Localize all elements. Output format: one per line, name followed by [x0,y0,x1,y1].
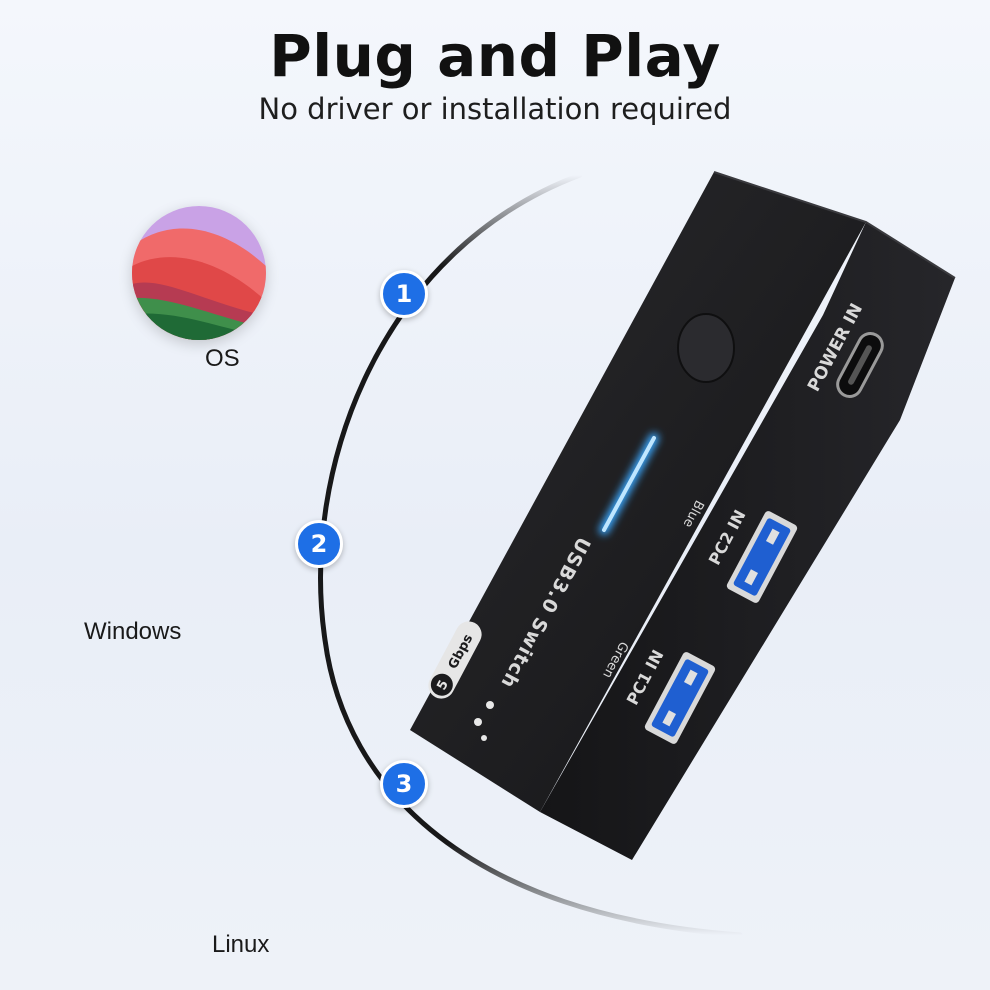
windows-label: Windows [84,618,182,645]
page-subtitle: No driver or installation required [258,92,732,126]
os-logo [132,206,266,340]
step-badge-3: 3 [380,760,428,808]
usb-c-power-port [836,332,884,398]
device-top [410,172,866,812]
linux-label: Linux [212,931,270,958]
switch-button [677,313,735,383]
page-title: Plug and Play [269,22,721,90]
usb-port-pc1 [644,652,716,744]
os-label: OS [205,345,240,372]
step-badge-2: 2 [295,520,343,568]
led-indicator [602,436,656,532]
usb-port-pc2 [726,511,798,603]
step-badge-1: 1 [380,270,428,318]
